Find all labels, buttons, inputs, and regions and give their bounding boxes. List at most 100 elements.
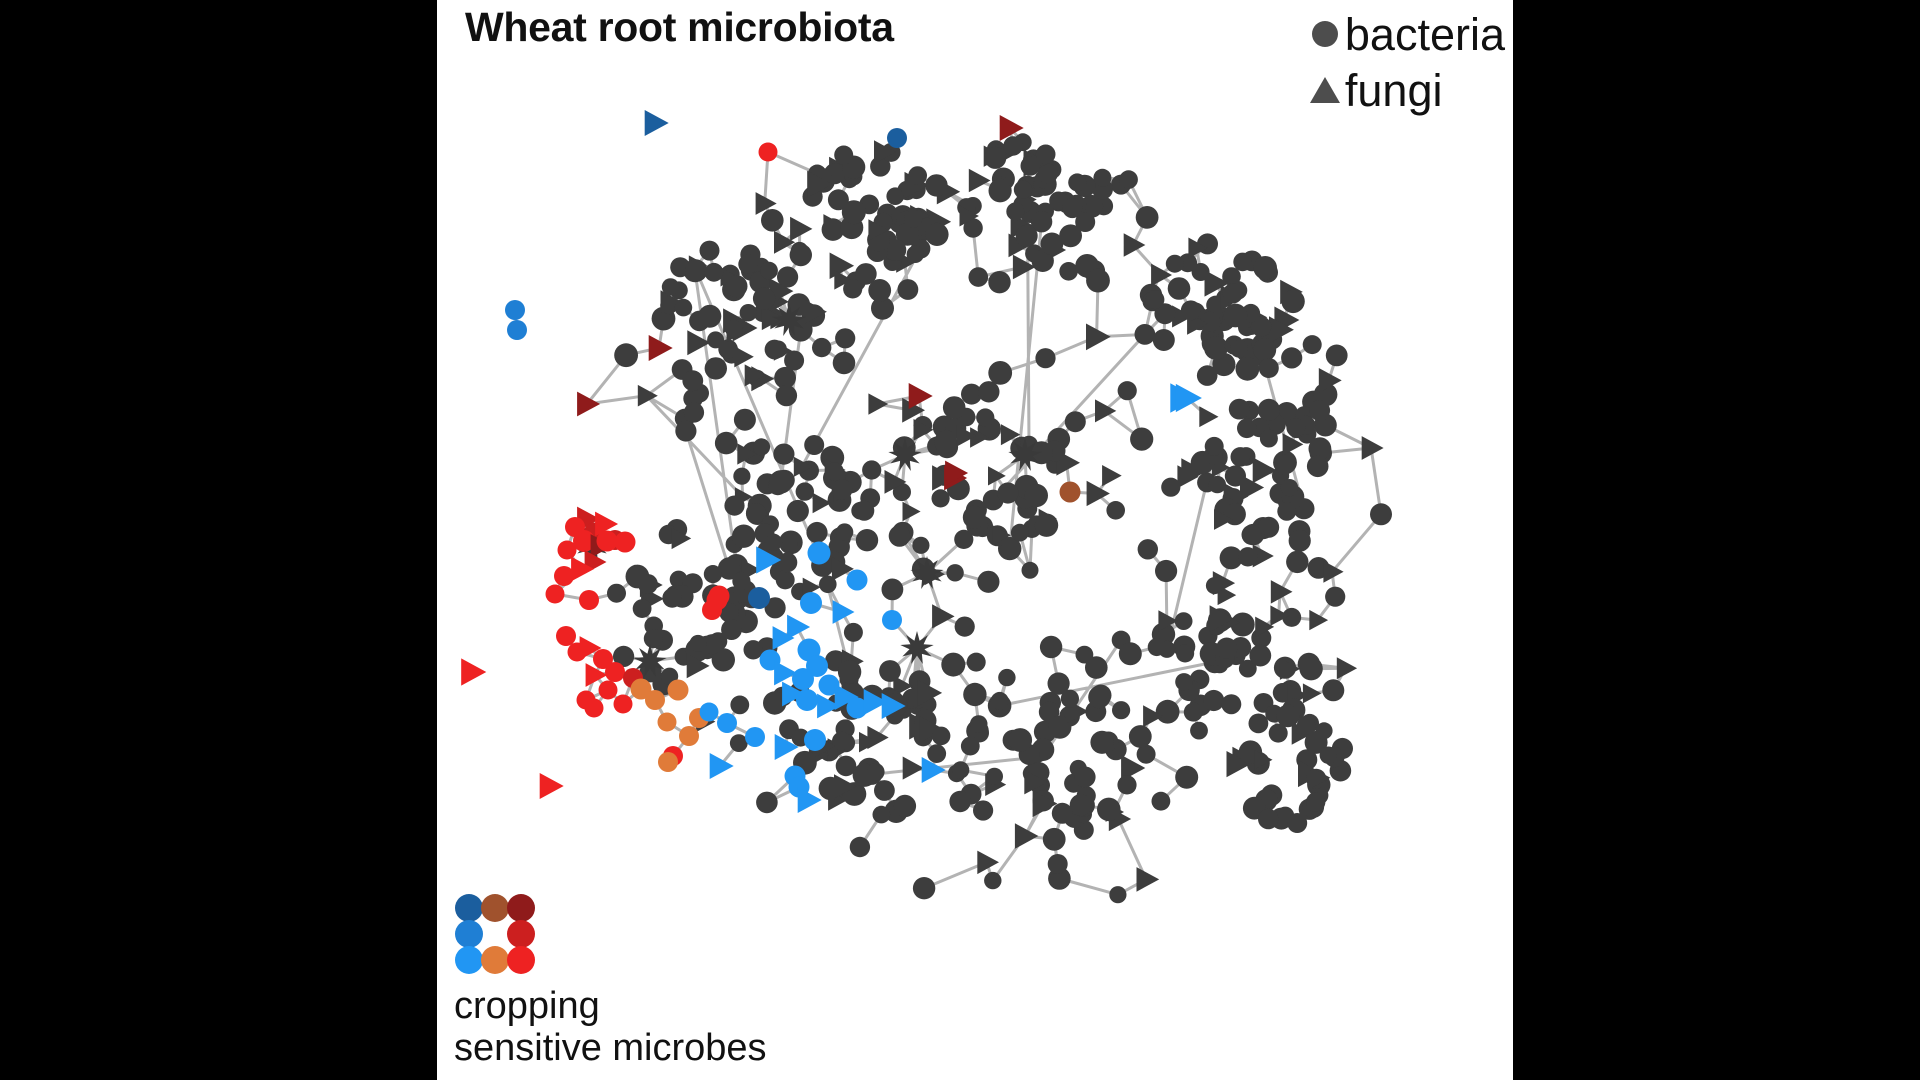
network-node-bacteria xyxy=(846,569,868,591)
network-node-bacteria xyxy=(931,489,950,508)
network-node-fungi xyxy=(720,267,739,287)
network-node-fungi xyxy=(893,675,913,697)
network-node-bacteria xyxy=(821,218,845,241)
network-node-bacteria xyxy=(1145,290,1165,310)
network-node-bacteria xyxy=(849,836,871,858)
network-node-fungi xyxy=(1309,609,1329,631)
network-node-fungi xyxy=(1270,605,1290,626)
network-node-bacteria xyxy=(725,319,743,338)
network-node-bacteria xyxy=(1060,689,1079,708)
network-node-bacteria xyxy=(1175,765,1199,789)
network-node-bacteria xyxy=(941,652,966,677)
network-node-bacteria xyxy=(613,694,633,714)
network-node-bacteria xyxy=(643,629,663,649)
network-node-bacteria xyxy=(699,240,720,261)
network-node-fungi xyxy=(919,716,945,744)
network-node-bacteria xyxy=(704,357,727,380)
network-node-bacteria xyxy=(1034,513,1059,537)
network-node-bacteria xyxy=(843,279,863,299)
network-node-bacteria xyxy=(1097,797,1121,822)
network-node-bacteria xyxy=(812,337,832,358)
network-node-fungi xyxy=(802,577,821,597)
network-node-bacteria xyxy=(1031,249,1054,272)
network-node-fungi xyxy=(595,511,619,537)
network-node-bacteria xyxy=(961,383,982,405)
network-node-fungi xyxy=(802,298,827,326)
network-node-bacteria xyxy=(746,502,767,524)
network-node-bacteria xyxy=(1288,529,1311,552)
legend-label-bacteria: bacteria xyxy=(1344,8,1505,60)
network-node-bacteria xyxy=(1308,437,1332,461)
network-node-bacteria xyxy=(1039,635,1063,659)
network-node-bacteria xyxy=(645,690,665,710)
network-node-bacteria xyxy=(1119,170,1138,189)
network-node-bacteria xyxy=(1013,180,1033,199)
network-node-bacteria xyxy=(1233,252,1252,272)
network-node-fungi xyxy=(1302,683,1322,704)
network-node-bacteria xyxy=(827,189,849,211)
network-node-bacteria xyxy=(769,470,793,494)
network-node-bacteria xyxy=(1281,347,1303,369)
network-node-fungi xyxy=(868,393,889,415)
network-node-bacteria xyxy=(1299,657,1323,681)
network-node-bacteria xyxy=(963,218,983,238)
network-node-fungi xyxy=(737,443,757,465)
network-node-bacteria xyxy=(1037,163,1058,184)
network-node-bacteria xyxy=(881,578,904,601)
network-node-bacteria xyxy=(1277,501,1297,521)
network-node-fungi xyxy=(1217,585,1237,606)
network-node-bacteria xyxy=(904,209,923,228)
network-node-fungi xyxy=(999,115,1024,141)
network-node-bacteria xyxy=(804,435,825,455)
network-node-bacteria xyxy=(698,304,722,328)
network-node-bacteria xyxy=(1216,637,1238,659)
network-node-bacteria xyxy=(1296,716,1316,735)
network-node-bacteria xyxy=(658,752,678,772)
network-node-bacteria xyxy=(835,755,857,777)
network-node-bacteria xyxy=(764,339,785,360)
network-node-bacteria xyxy=(637,574,658,594)
network-node-bacteria xyxy=(1151,791,1171,811)
network-node-bacteria xyxy=(1106,501,1125,520)
network-node-bacteria xyxy=(927,744,947,763)
network-node-bacteria xyxy=(1258,358,1279,378)
network-node-bacteria xyxy=(1205,577,1223,595)
network-node-fungi xyxy=(902,501,921,522)
network-node-bacteria xyxy=(886,187,904,205)
network-node-bacteria xyxy=(962,505,986,529)
network-node-bacteria xyxy=(1075,645,1094,664)
color-swatch-bright-red xyxy=(507,945,535,974)
network-node-bacteria xyxy=(1287,813,1308,833)
network-node-bacteria xyxy=(682,370,704,392)
network-node-bacteria xyxy=(882,610,902,630)
network-node-bacteria xyxy=(733,467,751,485)
network-node-bacteria xyxy=(954,529,974,550)
network-node-bacteria xyxy=(804,729,826,751)
network-node-bacteria xyxy=(989,178,1011,200)
figure-panel: Wheat root microbiota bacteria fungi cro… xyxy=(437,0,1513,1080)
network-node-bacteria xyxy=(657,712,677,732)
network-node-bacteria xyxy=(806,655,828,677)
network-node-fungi xyxy=(902,397,925,423)
color-swatch-dark-blue xyxy=(455,893,483,922)
network-node-fungi xyxy=(817,693,841,719)
network-node-bacteria xyxy=(1064,411,1086,433)
legend-item-bacteria: bacteria xyxy=(1305,6,1505,62)
network-node-bacteria xyxy=(1237,418,1257,439)
network-node-bacteria xyxy=(990,691,1009,710)
network-node-bacteria xyxy=(925,174,948,197)
network-node-bacteria xyxy=(1047,854,1068,874)
network-node-fungi xyxy=(874,140,896,164)
network-node-bacteria xyxy=(1062,198,1083,219)
network-node-fungi xyxy=(734,346,754,368)
network-node-bacteria xyxy=(1370,503,1392,526)
network-node-bacteria xyxy=(1200,311,1221,332)
network-node-bacteria xyxy=(689,634,707,652)
network-node-fungi xyxy=(461,658,487,686)
network-node-bacteria xyxy=(679,726,699,746)
network-node-fungi xyxy=(1209,605,1235,633)
network-node-bacteria xyxy=(834,145,854,165)
network-node-bacteria xyxy=(988,361,1013,385)
network-node-bacteria xyxy=(729,734,748,752)
network-node-bacteria xyxy=(984,871,1002,890)
